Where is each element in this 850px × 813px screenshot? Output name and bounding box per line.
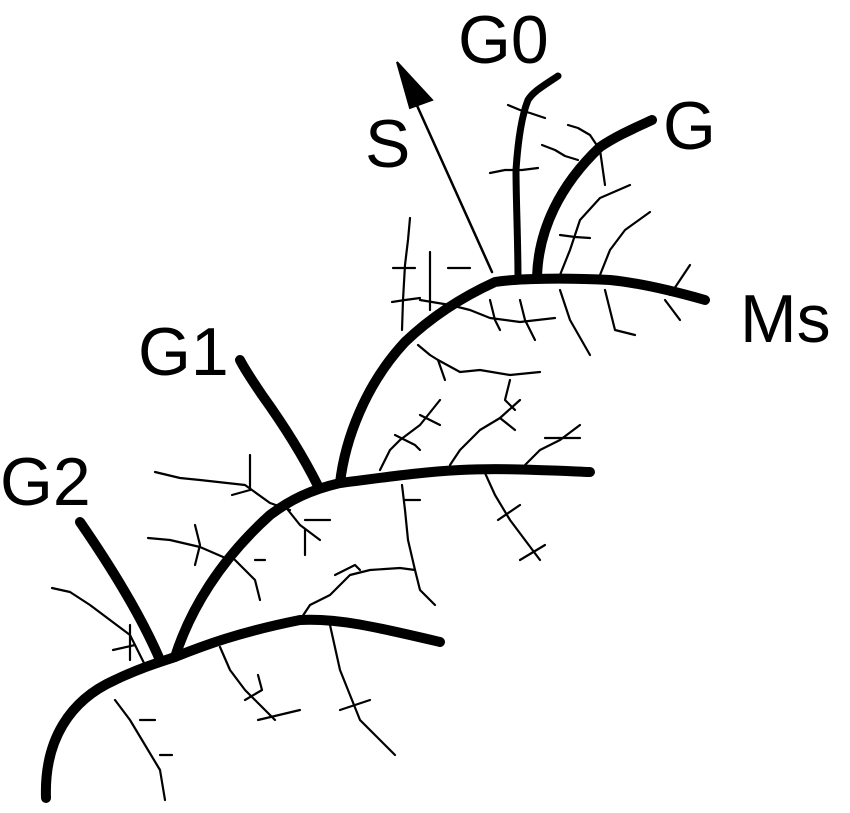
fine-branches — [50, 103, 692, 802]
label-g1: G1 — [138, 314, 229, 390]
label-g2: G2 — [0, 444, 91, 520]
branch-g2 — [75, 517, 165, 665]
branch-lower-right — [170, 614, 445, 662]
arrow-s-shaft — [408, 88, 494, 274]
label-g: G — [663, 88, 716, 164]
label-g0: G0 — [458, 2, 549, 78]
label-s: S — [365, 106, 411, 182]
branch-g — [532, 115, 657, 283]
arrow-s-head — [396, 61, 434, 110]
label-ms: Ms — [740, 281, 831, 357]
branch-mid-right — [335, 464, 595, 488]
branch-g1 — [235, 355, 323, 491]
branch-g0 — [512, 72, 562, 284]
